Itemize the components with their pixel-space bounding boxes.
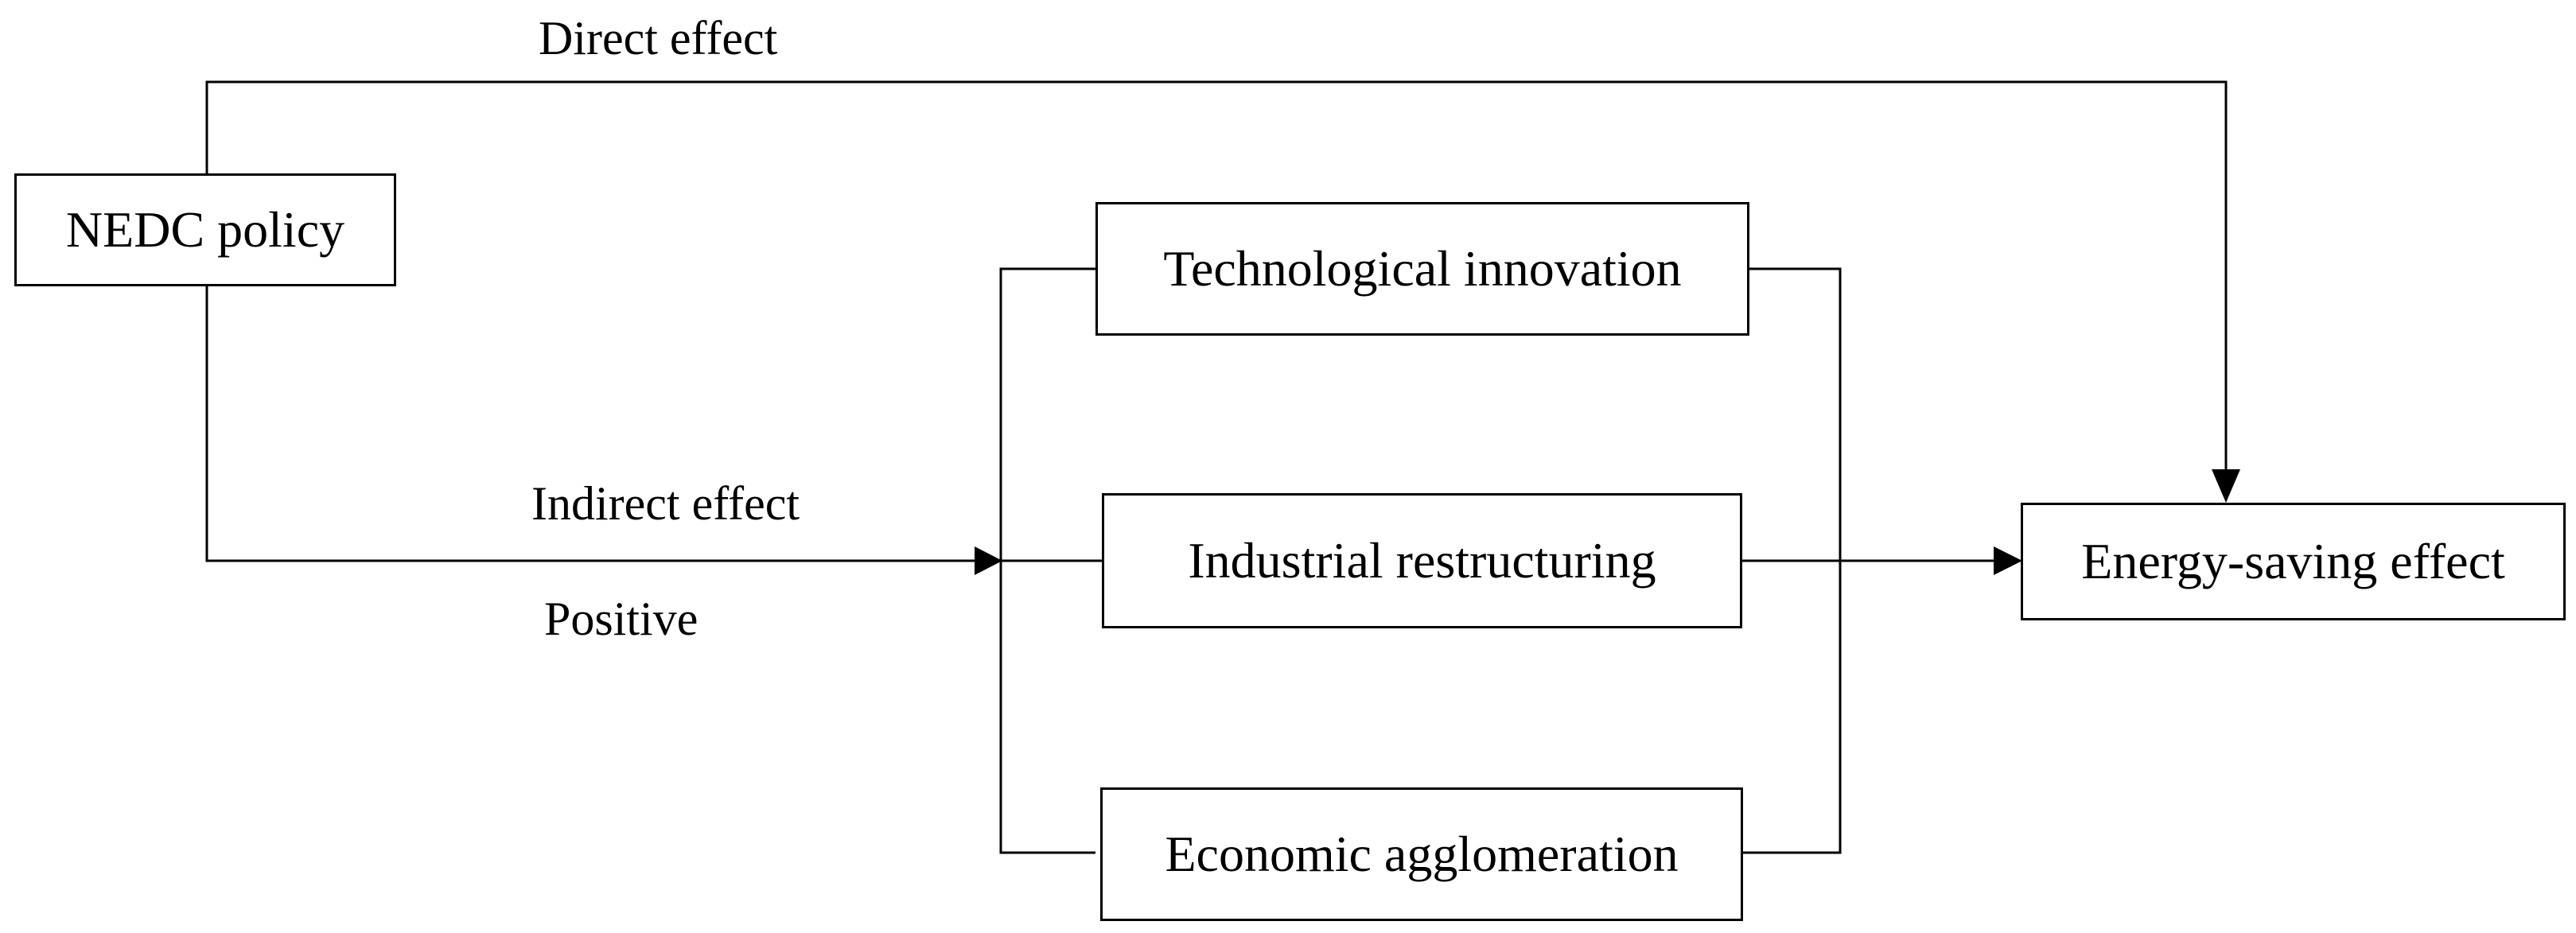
mediated-effect-arrowhead (1994, 546, 2022, 575)
node-nedc-policy-label: NEDC policy (65, 201, 345, 258)
indirect-effect-connector (205, 285, 975, 562)
node-energy-saving-effect-label: Energy-saving effect (2081, 533, 2505, 589)
direct-effect-arrowhead (2212, 469, 2240, 503)
direct-effect-label: Direct effect (539, 12, 778, 64)
node-industrial-restructuring: Industrial restructuring (1102, 493, 1742, 628)
node-nedc-policy: NEDC policy (14, 173, 396, 286)
node-technological-innovation-label: Technological innovation (1163, 240, 1682, 297)
node-technological-innovation: Technological innovation (1095, 202, 1749, 336)
node-economic-agglomeration: Economic agglomeration (1100, 787, 1743, 921)
node-energy-saving-effect: Energy-saving effect (2021, 503, 2566, 620)
positive-effect-label: Positive (544, 593, 698, 645)
node-industrial-restructuring-label: Industrial restructuring (1188, 532, 1656, 589)
node-economic-agglomeration-label: Economic agglomeration (1165, 826, 1679, 882)
direct-effect-connector (205, 80, 2228, 469)
indirect-effect-arrowhead (975, 546, 1002, 575)
indirect-effect-label: Indirect effect (531, 477, 800, 530)
